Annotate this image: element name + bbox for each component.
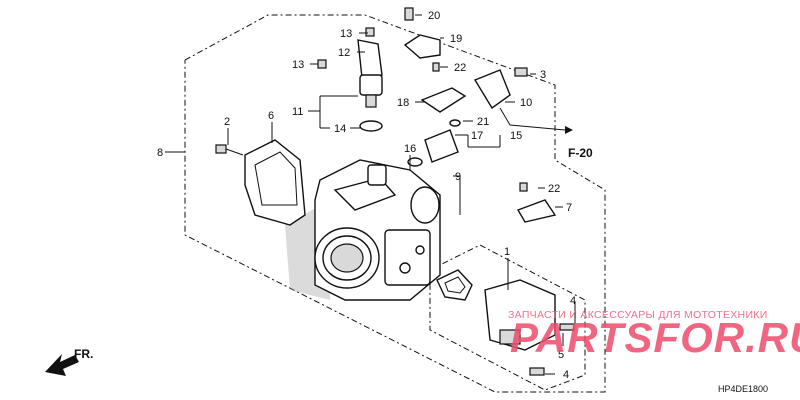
sensor-module-part-1 [484,279,575,376]
seal-parts-15-17 [407,119,461,167]
callout-11: 11 [292,106,303,118]
injector-part-10 [473,67,528,126]
callout-3: 3 [540,69,546,81]
front-direction-arrow: FR. [45,347,93,376]
gasket [436,269,473,301]
callout-10: 10 [520,97,532,109]
callout-6: 6 [268,110,274,122]
leader-lines [165,14,576,375]
callout-21: 21 [477,116,489,128]
sensor-part-11 [317,27,383,132]
cover-part-6 [244,139,306,226]
watermark-brand: PARTSFOR.RU [510,314,800,361]
callout-22a: 22 [454,62,466,74]
callout-4a: 4 [570,295,576,307]
callout-19: 19 [450,33,462,45]
callout-14: 14 [334,123,346,135]
callout-13b: 13 [292,59,304,71]
bracket-part-7 [516,182,557,223]
throttle-body [314,159,441,301]
callout-22b: 22 [548,183,560,195]
subgroup-outline [429,244,586,391]
callout-13a: 13 [340,28,352,40]
reference-label: F-20 [568,146,593,160]
callout-5: 5 [558,349,564,361]
callout-4b: 4 [563,369,569,381]
callout-7: 7 [566,202,572,214]
callout-1: 1 [504,246,510,258]
diagram-code: HP4DE1800 [718,384,768,394]
callout-labels: 1 2 3 4 4 5 6 7 8 9 10 11 12 13 13 14 15… [157,10,576,381]
callout-15: 15 [510,130,522,142]
watermark-tagline: ЗАПЧАСТИ И АКСЕССУАРЫ ДЛЯ МОТОТЕХНИКИ [508,309,768,321]
bracket-part-18 [403,7,467,113]
callout-9: 9 [455,171,461,183]
callout-18: 18 [397,97,409,109]
callout-16: 16 [404,143,416,155]
assembly-outline [184,14,606,393]
callout-12: 12 [338,47,350,59]
bolt-part-2 [215,144,244,156]
callout-2: 2 [224,116,230,128]
front-direction-label: FR. [74,347,93,361]
callout-17: 17 [471,130,483,142]
callout-8: 8 [157,147,163,159]
watermark: ЗАПЧАСТИ И АКСЕССУАРЫ ДЛЯ МОТОТЕХНИКИ PA… [508,309,800,361]
callout-20: 20 [428,10,440,22]
